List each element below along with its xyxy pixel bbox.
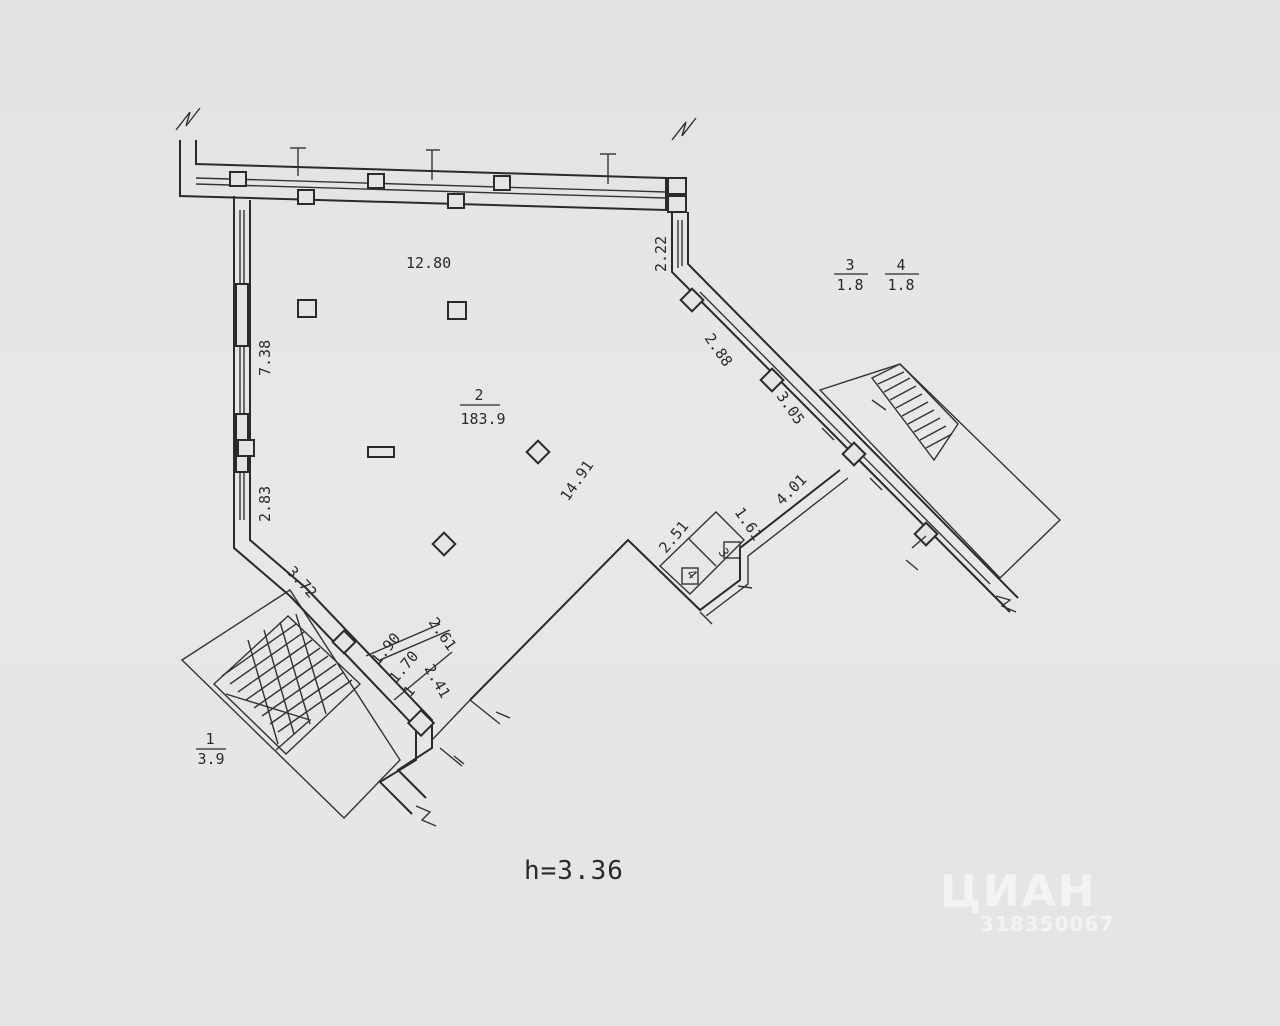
interior-columns (297, 299, 551, 557)
right-wall (671, 212, 1019, 613)
lower-right-boundary (469, 469, 849, 725)
room-main-label: 2 183.9 (460, 386, 506, 428)
room-main-area: 183.9 (460, 410, 505, 428)
vestibule (289, 587, 471, 827)
room-vestibule-number: 1 (399, 682, 419, 700)
dim-left-lower: 2.83 (256, 486, 274, 522)
room-3-number: 3 (845, 256, 854, 274)
dim-right-diag-2: 3.05 (773, 388, 808, 428)
room-4-number: 4 (896, 256, 905, 274)
top-wall (175, 107, 697, 212)
wc-room-4: 4 (683, 567, 700, 583)
dim-lower-right-wall: 4.01 (772, 471, 810, 509)
right-stair (818, 363, 1062, 579)
dim-wc-a: 2.51 (655, 517, 692, 556)
room-4-area: 1.8 (887, 276, 914, 294)
room-3-label: 3 1.8 (834, 256, 868, 294)
room-4-label: 4 1.8 (885, 256, 919, 294)
left-stair (180, 589, 401, 819)
dim-right-diag-1: 2.88 (701, 330, 736, 370)
watermark-id: 318350067 (980, 912, 1115, 936)
dim-top-wall: 12.80 (406, 254, 451, 272)
left-wall (233, 196, 307, 597)
room-stair-left-label: 1 3.9 (196, 730, 226, 768)
dim-left-upper: 7.38 (256, 340, 274, 376)
dim-wc-b: 1.61 (731, 504, 766, 544)
dim-vest-b: 2.61 (425, 614, 460, 654)
ceiling-height-label: h=3.36 (524, 856, 624, 886)
watermark-brand: ЦИАН (940, 866, 1097, 917)
dim-right-top: 2.22 (652, 236, 670, 272)
room-main-number: 2 (474, 386, 483, 404)
room-stair-left-number: 1 (205, 730, 214, 748)
room-stair-left-area: 3.9 (197, 750, 224, 768)
dim-vest-d: 2.41 (421, 661, 455, 701)
wc-block (658, 511, 753, 625)
room-3-area: 1.8 (836, 276, 863, 294)
top-wall-columns (229, 171, 687, 213)
dim-center-diag: 14.91 (557, 457, 598, 504)
